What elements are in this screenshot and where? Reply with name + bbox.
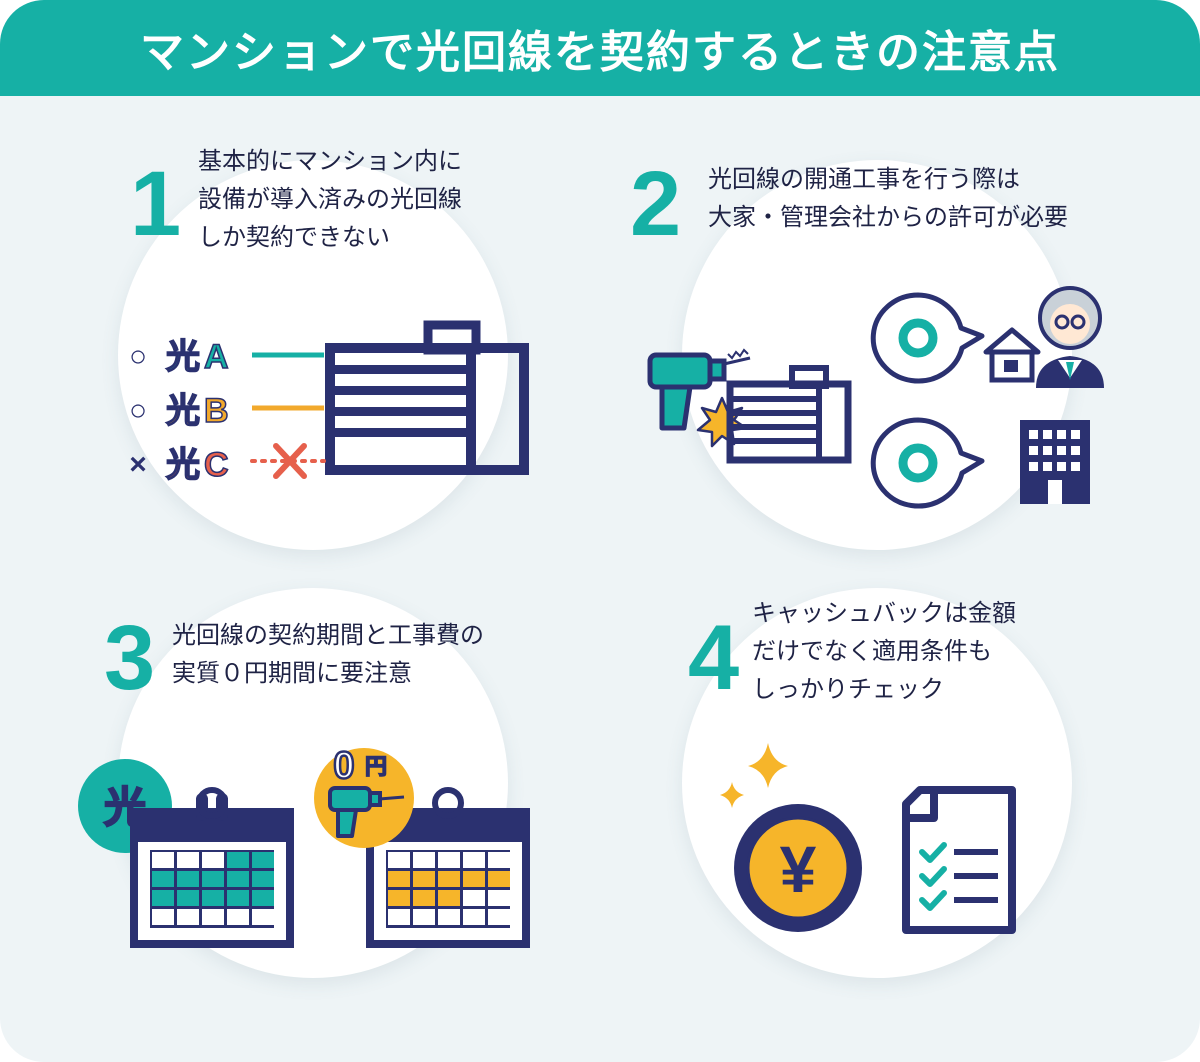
point-4-line: だけでなく適用条件も [752,637,992,665]
house-icon [983,327,1041,383]
zero-yen-badge: 0 円 [314,744,414,848]
calendar-grid [388,852,510,925]
point-3-number: 3 [104,607,156,709]
point-2-line: 大家・管理会社からの許可が必要 [708,203,1068,231]
point-1-number: 1 [130,153,182,255]
office-building-icon [1020,420,1090,504]
title-bar: マンションで光回線を契約するときの注意点 [0,0,1200,96]
calendar-grid [152,852,274,925]
point-1-line: 基本的にマンション内に [198,147,462,175]
cross-icon [273,443,307,479]
zero-unit: 円 [365,754,387,779]
option-b-letter: B [204,392,229,430]
calendar-cell [202,890,224,906]
calendar-cell [177,871,199,887]
calendar-cell [252,909,274,925]
option-a-mark: ○ [129,340,147,373]
point-3-text: 光回線の契約期間と工事費の 実質０円期間に要注意 [172,616,484,692]
calendar-cell [202,909,224,925]
yen-symbol: ¥ [780,832,817,906]
calendar-cell [413,909,435,925]
calendar-cell [202,852,224,868]
coin-icon: ¥ [734,804,862,932]
calendar-cell [388,871,410,887]
calendar-cell [388,852,410,868]
option-c-mark: × [129,448,147,481]
point-2-number: 2 [630,153,682,255]
point-1-text: 基本的にマンション内に 設備が導入済みの光回線 しか契約できない [198,142,462,256]
calendar-cell [227,871,249,887]
point-3-line: 光回線の契約期間と工事費の [172,621,484,649]
point-4-line: しっかりチェック [752,675,944,703]
calendar-cell [413,890,435,906]
calendar-cell [152,852,174,868]
calendar-cell [227,852,249,868]
calendar-cell [463,909,485,925]
calendar-cell [252,871,274,887]
calendar-cell [388,890,410,906]
calendar-cell [413,871,435,887]
landlord-icon [1036,286,1104,388]
point-4-text: キャッシュバックは金額 だけでなく適用条件も しっかりチェック [752,594,1016,708]
calendar-cell [177,890,199,906]
calendar-cell [488,852,510,868]
point-4-number: 4 [688,607,740,709]
calendar-cell [152,871,174,887]
calendar-cell [177,909,199,925]
point-2-text: 光回線の開通工事を行う際は 大家・管理会社からの許可が必要 [708,160,1068,236]
calendar-cell [463,890,485,906]
zero-amount: 0 [333,745,354,787]
calendar-cell [488,909,510,925]
option-b-mark: ○ [129,394,147,427]
calendar-cell [488,871,510,887]
option-a-label: 光 [166,338,200,376]
page-title: マンションで光回線を契約するときの注意点 [140,27,1060,78]
calendar-cell [227,909,249,925]
option-b-label: 光 [166,392,200,430]
calendar-cell [252,890,274,906]
calendar-cell [413,852,435,868]
point-3-line: 実質０円期間に要注意 [172,659,412,687]
document-checklist-icon [902,786,1016,934]
calendar-cell [438,909,460,925]
speech-bubble-icon [870,417,985,509]
point-1-line: しか契約できない [198,223,390,251]
drill-icon [328,786,405,838]
point-4-line: キャッシュバックは金額 [752,599,1016,627]
calendar-cell [152,890,174,906]
option-c-letter: C [204,446,229,484]
calendar-cell [463,871,485,887]
calendar-cell [227,890,249,906]
calendar-cell [152,909,174,925]
option-a-letter: A [204,338,229,376]
point-1-line: 設備が導入済みの光回線 [198,185,462,213]
calendar-cell [252,852,274,868]
calendar-cell [388,909,410,925]
calendar-cell [438,852,460,868]
apartment-building-icon [325,320,529,475]
calendar-cell [488,890,510,906]
sparkle-icon [720,743,788,808]
building-icon [726,365,852,464]
point-2-line: 光回線の開通工事を行う際は [708,165,1020,193]
calendar-cell [438,871,460,887]
speech-bubble-icon [870,292,985,384]
option-c-label: 光 [166,446,200,484]
calendar-cell [438,890,460,906]
drill-icon [647,348,751,431]
calendar-cell [177,852,199,868]
calendar-cell [463,852,485,868]
calendar-cell [202,871,224,887]
